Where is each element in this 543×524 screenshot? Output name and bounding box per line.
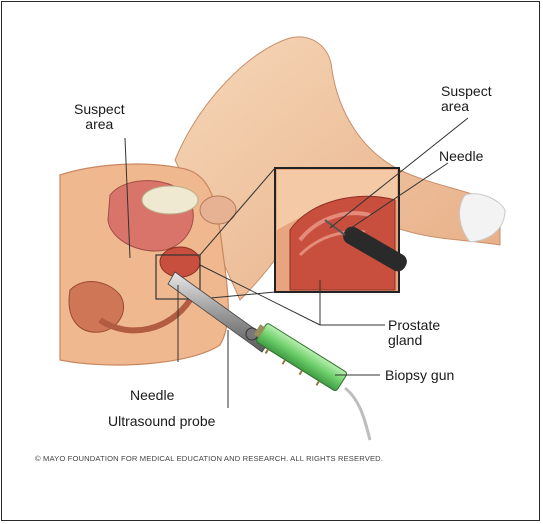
label-needle-bottom: Needle — [130, 388, 174, 403]
label-suspect-area-left-line1: Suspect — [74, 102, 125, 117]
label-prostate-gland-line2: gland — [388, 333, 440, 348]
label-ultrasound-probe: Ultrasound probe — [108, 414, 215, 429]
label-suspect-area-inset-line1: Suspect — [441, 84, 492, 99]
biopsy-gun-cable — [345, 388, 370, 440]
prostate-left — [160, 247, 200, 277]
label-suspect-area-inset-line2: area — [441, 99, 492, 114]
label-suspect-area-inset: Suspect area — [441, 84, 492, 114]
label-prostate-gland: Prostate gland — [388, 318, 440, 348]
pubic-bone — [142, 186, 198, 214]
label-suspect-area-left-line2: area — [74, 117, 125, 132]
label-needle-inset: Needle — [439, 149, 483, 164]
label-prostate-gland-line1: Prostate — [388, 318, 440, 333]
copyright-notice: © MAYO FOUNDATION FOR MEDICAL EDUCATION … — [35, 454, 383, 463]
biopsy-gun-shape — [249, 320, 348, 396]
label-suspect-area-left: Suspect area — [74, 102, 125, 132]
label-biopsy-gun: Biopsy gun — [385, 368, 454, 383]
